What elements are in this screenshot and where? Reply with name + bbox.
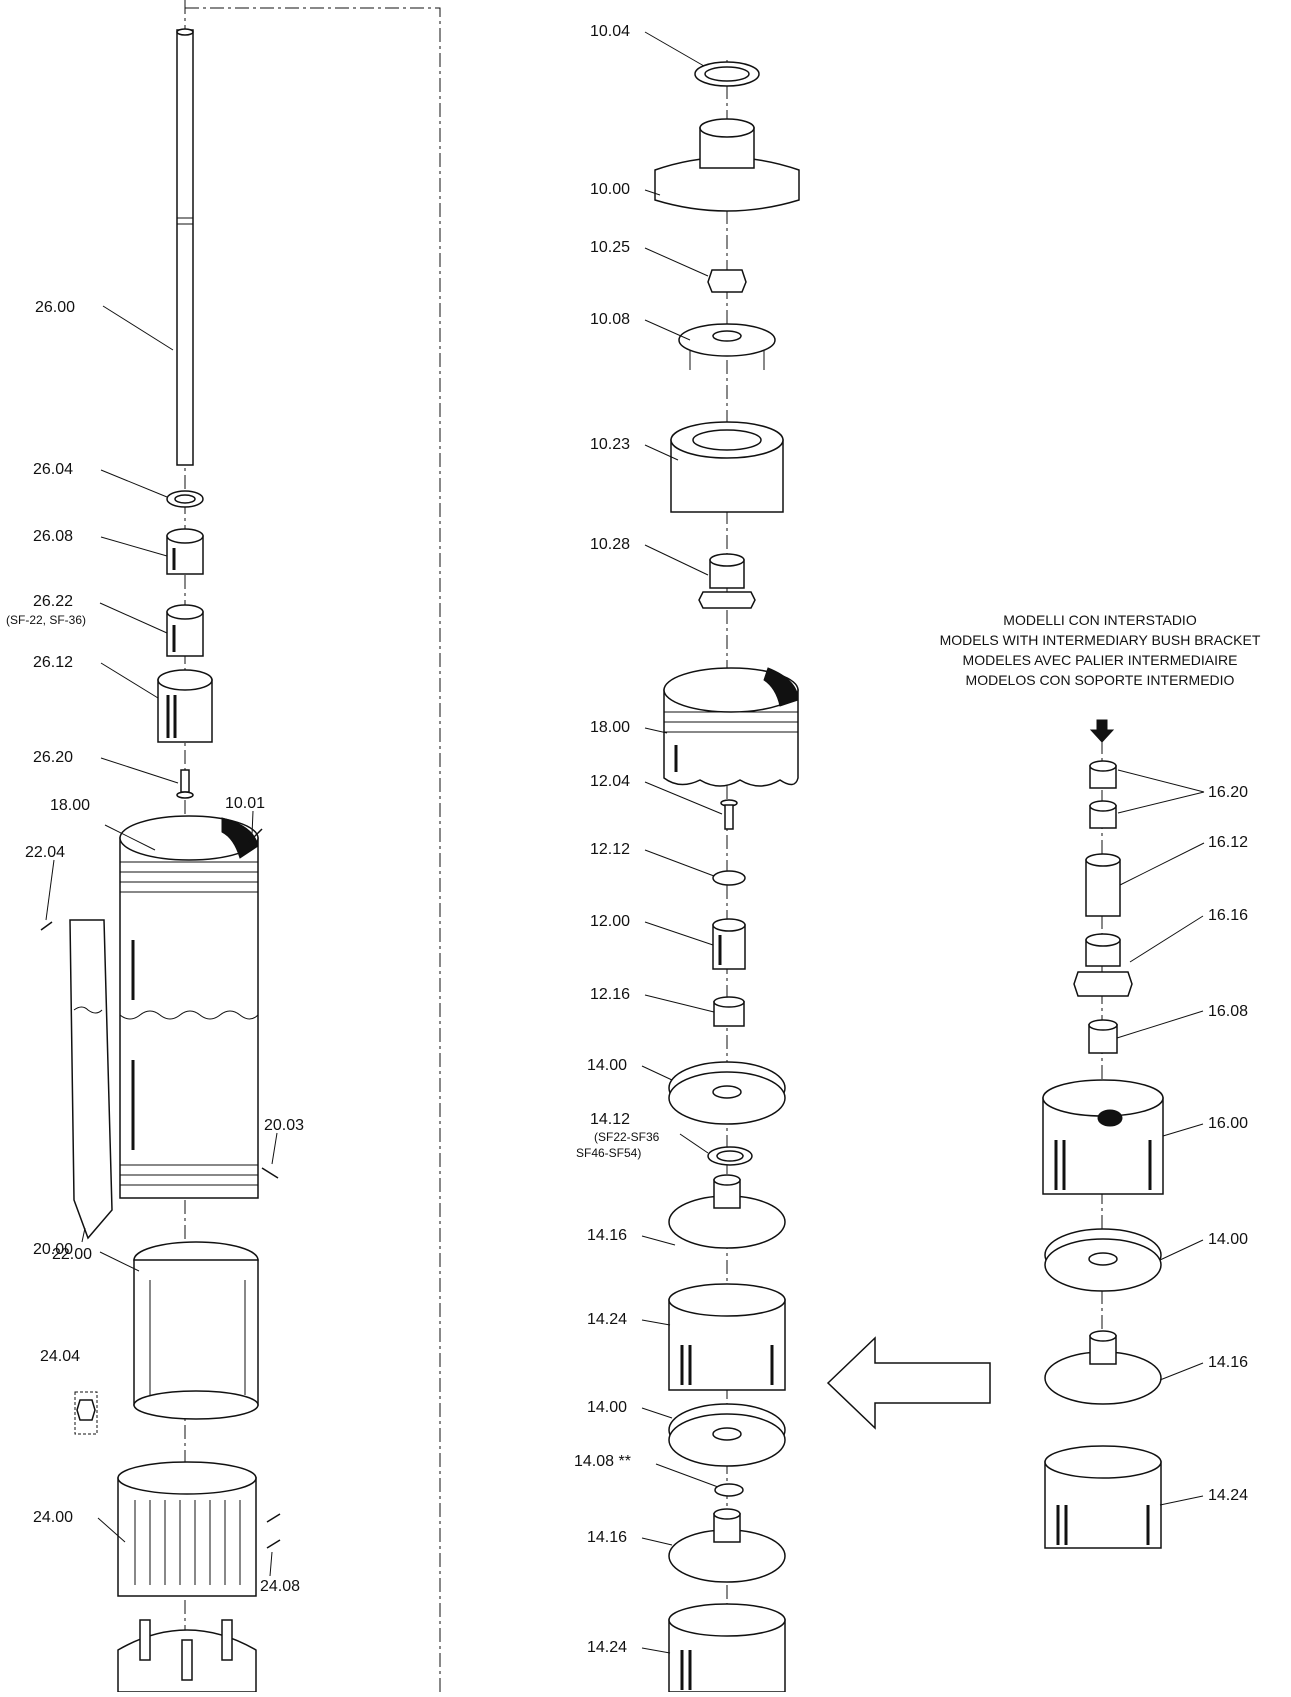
discharge-head-10-00 (654, 118, 800, 212)
note-14-12-a: (SF22-SF36 (594, 1130, 660, 1144)
valve-seat-10-08 (678, 323, 776, 370)
ring-14-12 (707, 1146, 753, 1166)
label-16-16: 16.16 (1208, 907, 1248, 924)
stage-casing-14-24-b (668, 1603, 786, 1693)
label-14-00-center-a: 14.00 (587, 1057, 627, 1074)
pump-casing-18-00 (663, 667, 799, 787)
diffuser-14-00-b (668, 1403, 786, 1467)
heading-line-4: MODELOS CON SOPORTE INTERMEDIO (966, 672, 1235, 688)
label-10-01: 10.01 (225, 795, 265, 812)
bush-10-28 (698, 553, 756, 609)
label-10-23: 10.23 (590, 436, 630, 453)
bush-26-22 (166, 604, 204, 657)
impeller-14-16-a (668, 1174, 786, 1249)
label-14-24-center-a: 14.24 (587, 1311, 627, 1328)
label-14-16-right: 14.16 (1208, 1354, 1248, 1371)
label-24-00: 24.00 (33, 1509, 73, 1526)
screw-20-03 (261, 1167, 279, 1179)
note-14-12-b: SF46-SF54) (576, 1146, 641, 1160)
label-12-12: 12.12 (590, 841, 630, 858)
motor-casing-18-00 (119, 815, 259, 1199)
ring-10-04 (694, 61, 760, 87)
label-14-24-center-b: 14.24 (587, 1639, 627, 1656)
label-14-00-right: 14.00 (1208, 1231, 1248, 1248)
label-12-16: 12.16 (590, 986, 630, 1003)
screws-24-08 (266, 1513, 281, 1549)
bush-12-16 (713, 996, 745, 1027)
label-10-00: 10.00 (590, 181, 630, 198)
label-16-12: 16.12 (1208, 834, 1248, 851)
screw-12-04 (720, 799, 738, 830)
label-22-00: 22.00 (52, 1246, 92, 1263)
label-20-00: 20.00 (33, 1241, 73, 1258)
label-12-00: 12.00 (590, 913, 630, 930)
label-14-08: 14.08 ** (574, 1453, 631, 1470)
label-16-00: 16.00 (1208, 1115, 1248, 1132)
label-18-00-left: 18.00 (50, 797, 90, 814)
support-20-00 (133, 1241, 259, 1420)
nut-24-04 (74, 1391, 98, 1435)
heading-line-3: MODELES AVEC PALIER INTERMEDIAIRE (963, 652, 1238, 668)
label-26-04: 26.04 (33, 461, 73, 478)
bush-16-20-b (1089, 800, 1117, 829)
label-10-25: 10.25 (590, 239, 630, 256)
label-24-04: 24.04 (40, 1348, 80, 1365)
bush-12-00 (712, 918, 746, 970)
screw-26-20 (176, 769, 194, 799)
coupling-26-12 (157, 669, 213, 743)
label-20-03: 20.03 (264, 1117, 304, 1134)
heading-line-1: MODELLI CON INTERSTADIO (1003, 612, 1197, 628)
label-14-16-center-a: 14.16 (587, 1227, 627, 1244)
bush-16-08 (1088, 1019, 1118, 1054)
label-24-08: 24.08 (260, 1578, 300, 1595)
strainer-24-00 (117, 1461, 257, 1597)
label-10-04: 10.04 (590, 23, 630, 40)
stage-casing-14-24-a (668, 1283, 786, 1391)
motor-top (117, 1619, 257, 1693)
replacement-arrow-icon (826, 1336, 991, 1430)
bush-16-12 (1085, 853, 1121, 917)
screw-22-04 (40, 921, 53, 931)
washer-12-12 (712, 870, 746, 886)
label-26-08: 26.08 (33, 528, 73, 545)
bush-16-20-a (1089, 760, 1117, 789)
label-22-04: 22.04 (25, 844, 65, 861)
label-26-20: 26.20 (33, 749, 73, 766)
impeller-14-16-c (1044, 1330, 1162, 1405)
label-14-12: 14.12 (590, 1111, 630, 1128)
bracket-16-00 (1042, 1079, 1164, 1195)
label-14-24-right: 14.24 (1208, 1487, 1248, 1504)
leader-lines (45, 31, 1205, 1654)
left-frame-line (185, 7, 441, 1692)
cable-guard-22-00 (69, 919, 113, 1240)
note-26-22: (SF-22, SF-36) (6, 613, 86, 627)
down-arrow-icon (1089, 719, 1115, 743)
diffuser-14-00-a (668, 1061, 786, 1125)
label-26-22: 26.22 (33, 593, 73, 610)
label-12-04: 12.04 (590, 773, 630, 790)
screw-10-01 (247, 828, 263, 844)
label-10-08: 10.08 (590, 311, 630, 328)
heading-line-2: MODELS WITH INTERMEDIARY BUSH BRACKET (940, 632, 1261, 648)
ring-14-08 (714, 1483, 744, 1497)
impeller-14-16-b (668, 1508, 786, 1583)
bush-26-08 (166, 528, 204, 575)
valve-10-25 (707, 269, 747, 293)
adapter-10-23 (670, 421, 784, 513)
shaft (176, 28, 194, 466)
label-14-16-center-b: 14.16 (587, 1529, 627, 1546)
label-16-20: 16.20 (1208, 784, 1248, 801)
diffuser-14-00-c (1044, 1228, 1162, 1292)
label-16-08: 16.08 (1208, 1003, 1248, 1020)
bush-16-16 (1073, 933, 1133, 997)
label-26-00: 26.00 (35, 299, 75, 316)
stage-casing-14-24-c (1044, 1445, 1162, 1549)
label-10-28: 10.28 (590, 536, 630, 553)
label-14-00-center-b: 14.00 (587, 1399, 627, 1416)
label-18-00-center: 18.00 (590, 719, 630, 736)
label-26-12: 26.12 (33, 654, 73, 671)
